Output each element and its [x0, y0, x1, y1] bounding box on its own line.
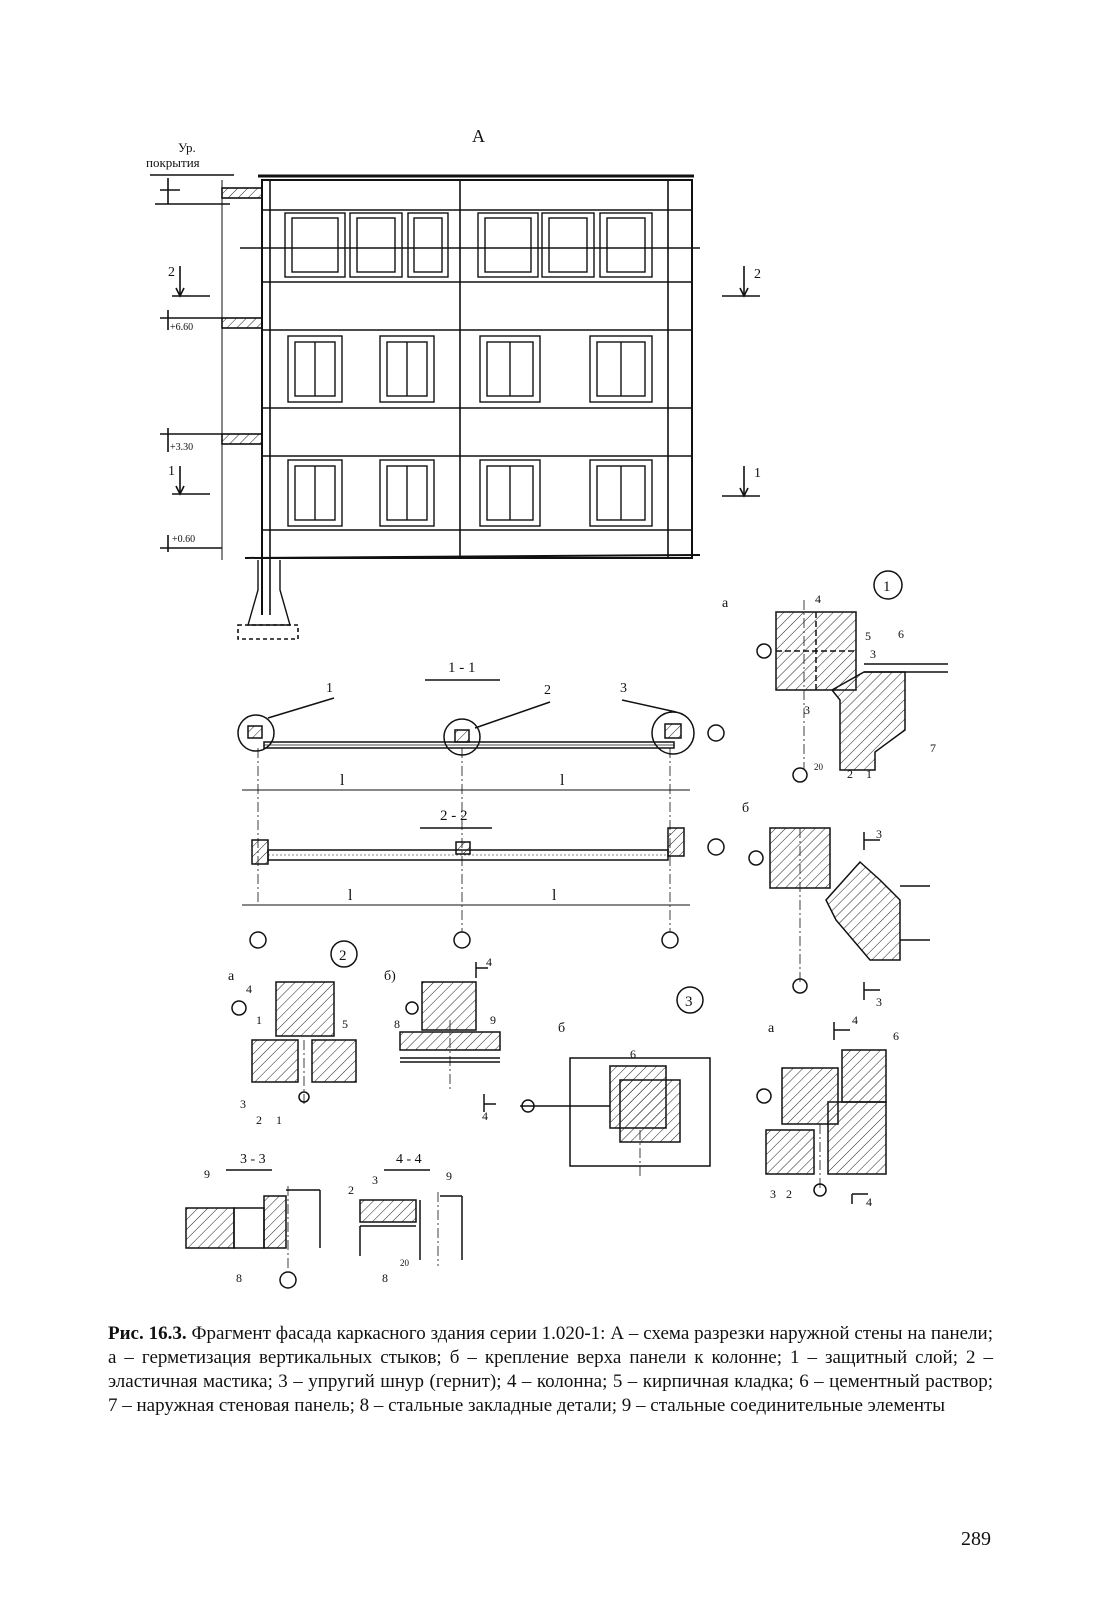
- n2a-1: 1: [256, 1013, 262, 1027]
- n33-8: 8: [236, 1271, 242, 1285]
- facade-letter: А: [472, 126, 485, 146]
- n1-4: 4: [815, 592, 821, 606]
- node-1-circle-label: 1: [883, 579, 891, 595]
- n1-2: 2: [847, 767, 853, 781]
- n44-3: 3: [372, 1173, 378, 1187]
- node-2-details: 2 а 4 1 5 3 2 1 б) 4 8 9 4: [228, 940, 501, 1127]
- figure-caption: Рис. 16.3. Фрагмент фасада каркасного зд…: [108, 1322, 993, 1418]
- n1-3: 3: [870, 647, 876, 661]
- n2a-2: 2: [256, 1113, 262, 1127]
- node-1a-variant: а: [722, 596, 729, 611]
- level-6-60: +6.60: [170, 322, 193, 333]
- n2b-8: 8: [394, 1017, 400, 1031]
- node-3b-variant: б: [558, 1021, 565, 1036]
- cut-2-right: 2: [754, 267, 761, 282]
- cut-1-right: 1: [754, 466, 761, 481]
- n1-5: 5: [865, 629, 871, 643]
- node-1b-variant: б: [742, 801, 749, 816]
- facade-elevation: А Ур. покрытия: [146, 126, 761, 640]
- cut-1-left: 1: [168, 464, 175, 479]
- section-4-4-title: 4 - 4: [396, 1152, 422, 1167]
- n1-1: 1: [866, 767, 872, 781]
- section-1-1-title: 1 - 1: [448, 660, 476, 676]
- roof-level-label-2: покрытия: [146, 155, 200, 170]
- node-1-label: 1: [326, 681, 333, 696]
- node-1-details: 1 а 4 5 6 3 3 7 2 1 20 б 3 3: [722, 570, 948, 1009]
- level-0-60: +0.60: [172, 534, 195, 545]
- span-l-3: l: [348, 887, 353, 904]
- caption-label: Рис. 16.3.: [108, 1323, 187, 1344]
- roof-level-label: Ур.: [178, 140, 196, 155]
- n1-3b: 3: [804, 703, 810, 717]
- n1b-3: 3: [876, 827, 882, 841]
- section-3-3-title: 3 - 3: [240, 1152, 266, 1167]
- node-3-label: 3: [620, 681, 627, 696]
- node-2-circle-label: 2: [339, 948, 347, 964]
- node-3-circle-label: 3: [685, 994, 693, 1010]
- n2b-4b: 4: [482, 1109, 488, 1123]
- n44-9: 9: [446, 1169, 452, 1183]
- n3b-6: 6: [630, 1047, 636, 1061]
- n1-7: 7: [930, 741, 936, 755]
- caption-text: Фрагмент фасада каркасного здания серии …: [108, 1323, 993, 1416]
- n1-20: 20: [814, 762, 824, 772]
- n2b-4: 4: [486, 955, 492, 969]
- node-3-details: 3 б 6 а 4 6 3 2 4: [520, 986, 899, 1209]
- sections-plan: 1 - 1 1 2 3 l l 2 - 2 l l: [237, 660, 725, 949]
- cut-2-left: 2: [168, 265, 175, 280]
- figure-drawing: А Ур. покрытия: [146, 126, 948, 1289]
- n2a-4: 4: [246, 982, 252, 996]
- node-2-label: 2: [544, 683, 551, 698]
- n2a-5: 5: [342, 1017, 348, 1031]
- n2a-3: 3: [240, 1097, 246, 1111]
- n3a-4: 4: [852, 1013, 858, 1027]
- section-2-2-title: 2 - 2: [440, 808, 468, 824]
- page-number: 289: [961, 1528, 991, 1550]
- node-2b-variant: б): [384, 969, 396, 984]
- n44-20: 20: [400, 1258, 410, 1268]
- n33-9: 9: [204, 1167, 210, 1181]
- node-2a-variant: а: [228, 969, 235, 984]
- n3a-4b: 4: [866, 1195, 872, 1209]
- span-l-4: l: [552, 887, 557, 904]
- n3a-3: 3: [770, 1187, 776, 1201]
- n2a-1b: 1: [276, 1113, 282, 1127]
- span-l-2: l: [560, 772, 565, 789]
- n3a-2: 2: [786, 1187, 792, 1201]
- n2b-9: 9: [490, 1013, 496, 1027]
- n44-8: 8: [382, 1271, 388, 1285]
- n3a-6: 6: [893, 1029, 899, 1043]
- n1b-3b: 3: [876, 995, 882, 1009]
- sections-3-3-4-4: 3 - 3 9 8 4 - 4 2 3 9 8 20: [185, 1152, 463, 1289]
- node-3a-variant: а: [768, 1021, 775, 1036]
- level-3-30: +3.30: [170, 442, 193, 453]
- n1-6: 6: [898, 627, 904, 641]
- n44-2: 2: [348, 1183, 354, 1197]
- span-l-1: l: [340, 772, 345, 789]
